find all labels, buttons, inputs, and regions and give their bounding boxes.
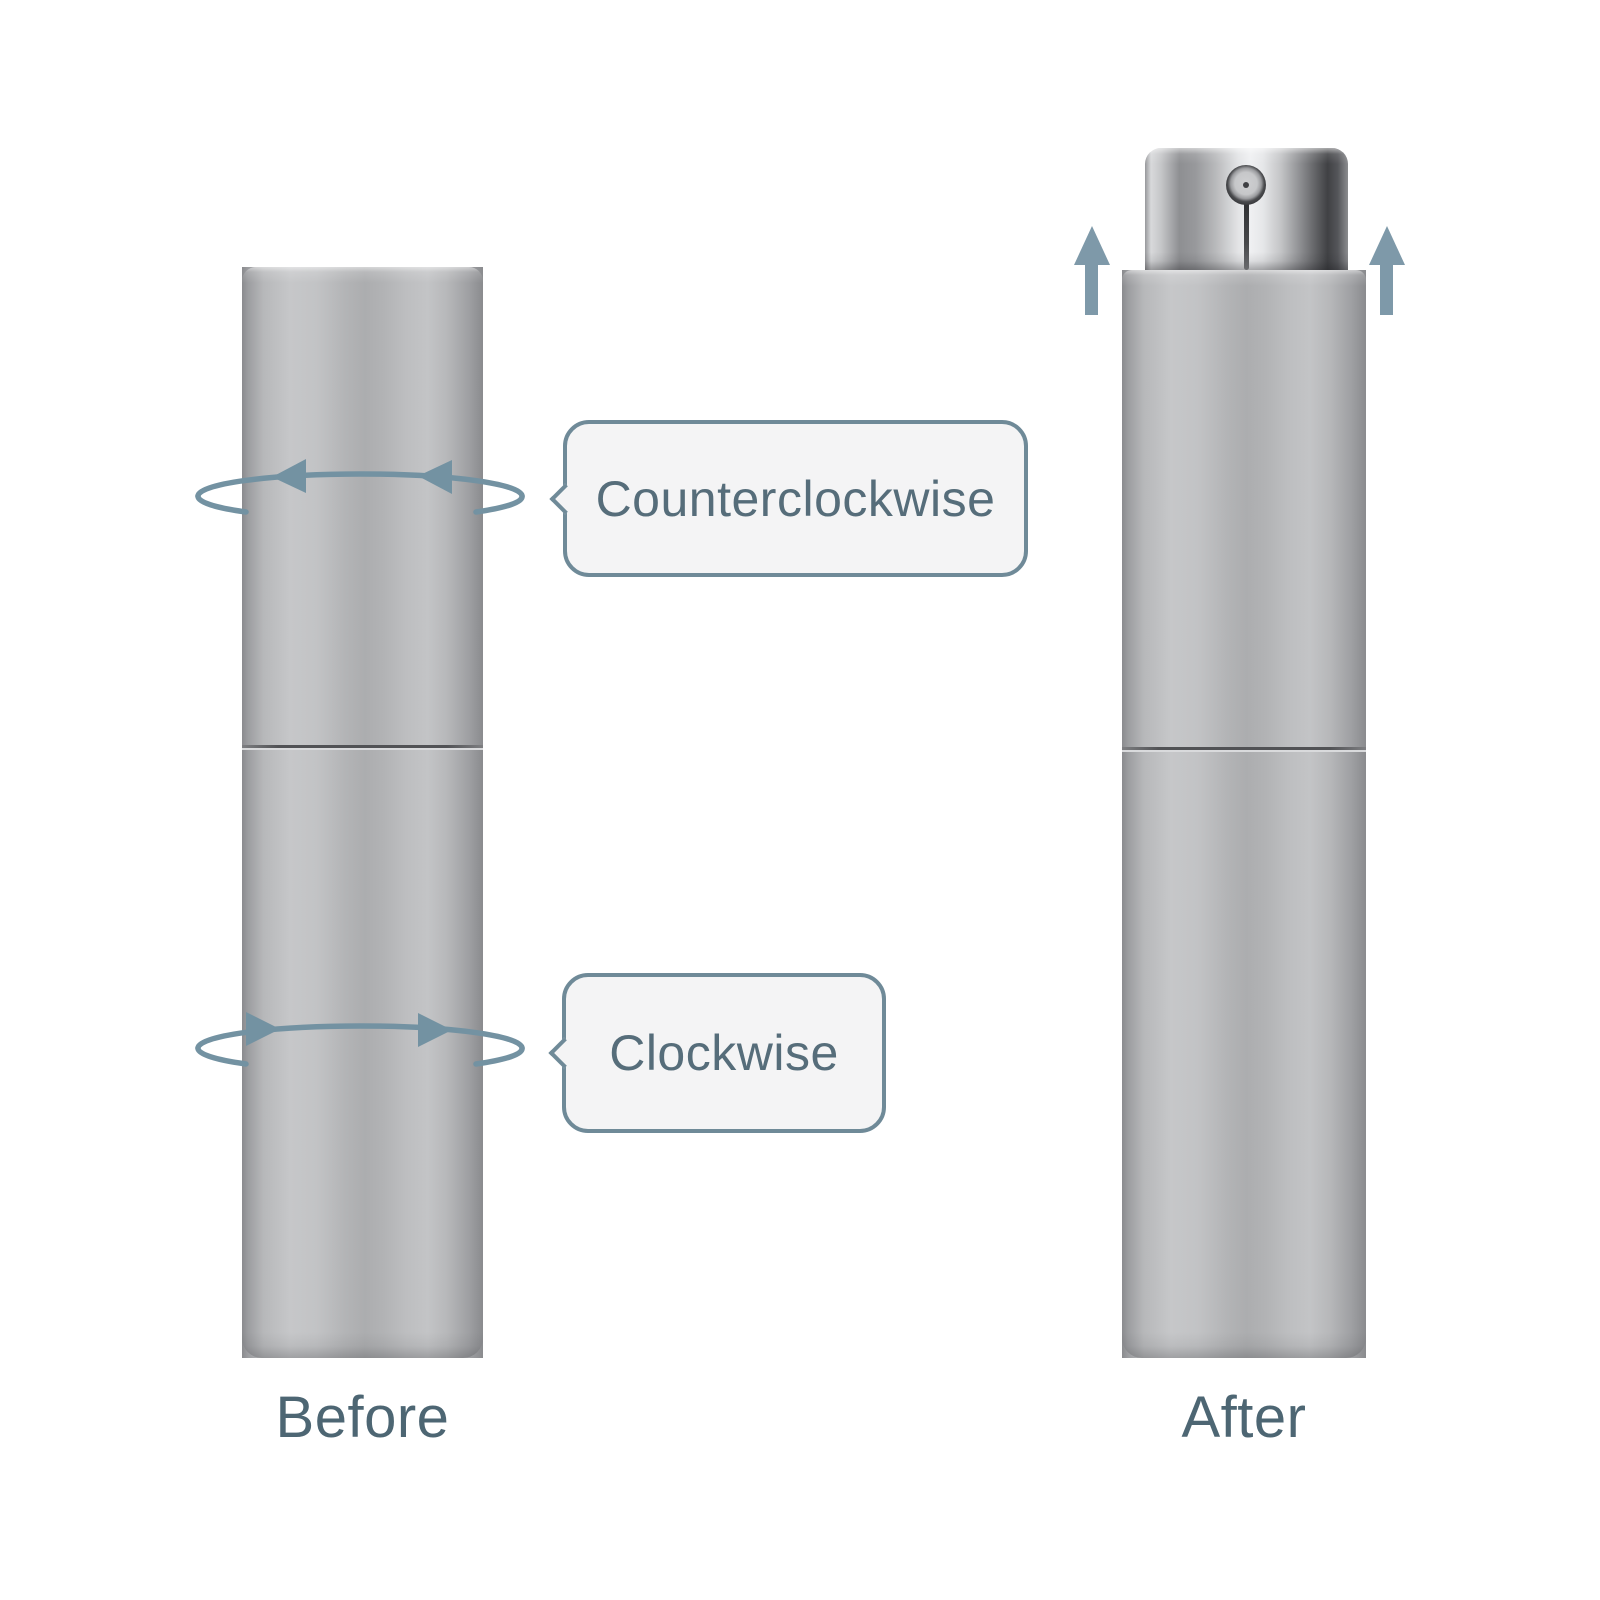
- callout-counterclockwise: Counterclockwise: [549, 420, 1028, 577]
- callout-tail: [549, 482, 581, 515]
- callout-clockwise: Clockwise: [548, 973, 886, 1133]
- atomizer-after-seam-highlight: [1122, 750, 1366, 752]
- atomizer-before-base: [242, 750, 483, 1358]
- spray-nozzle-orifice: [1243, 182, 1249, 188]
- callout-counterclockwise-label: Counterclockwise: [595, 470, 996, 527]
- atomizer-after-seam: [1122, 747, 1366, 750]
- atomizer-after-base: [1122, 752, 1366, 1358]
- atomizer-before: [242, 267, 483, 1358]
- atomizer-before-cap: [242, 267, 483, 745]
- atomizer-after: [1122, 270, 1366, 1358]
- spray-head-seam: [1244, 202, 1249, 270]
- callout-tail: [548, 1037, 580, 1069]
- up-arrow-icon: [1369, 226, 1405, 315]
- label-after: After: [1181, 1385, 1307, 1450]
- callout-clockwise-label: Clockwise: [609, 1025, 839, 1081]
- up-arrow-icon: [1074, 226, 1110, 315]
- label-before: Before: [275, 1385, 450, 1450]
- atomizer-before-seam: [242, 745, 483, 748]
- atomizer-before-seam-highlight: [242, 748, 483, 750]
- atomizer-after-upper-body: [1122, 270, 1366, 747]
- spray-head: [1145, 148, 1348, 270]
